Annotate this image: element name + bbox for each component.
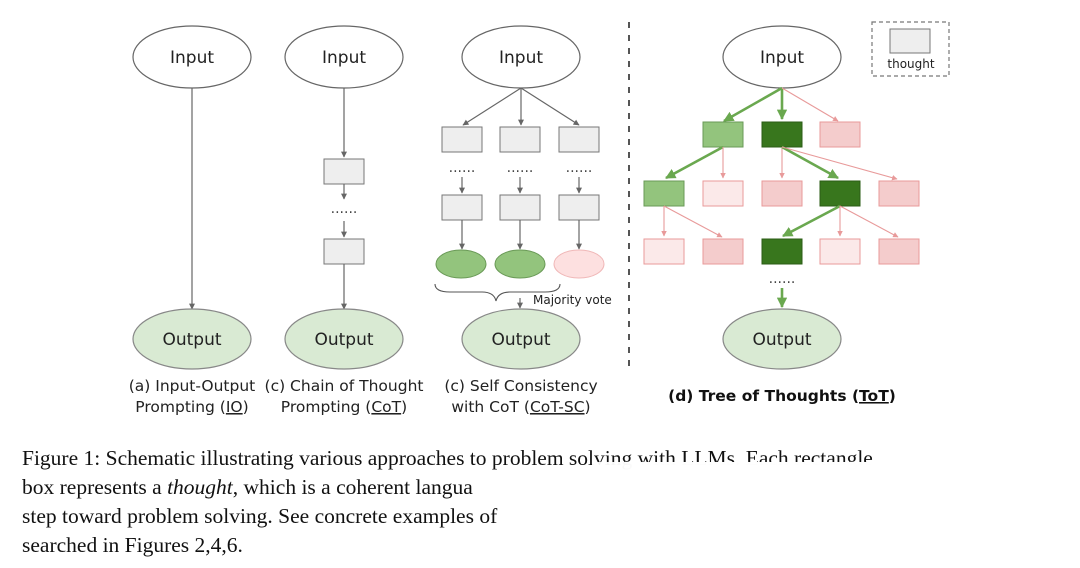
caption-line-3: step toward problem solving. See concret…	[22, 504, 498, 528]
tot-thought-l2e	[878, 180, 920, 207]
sc-thought-l2	[441, 194, 483, 221]
tot-edge-l1a-l2a	[665, 145, 724, 180]
cot-input-label: Input	[322, 48, 366, 68]
sc-caption-line2: with CoT (CoT-SC)	[451, 398, 590, 416]
tot-thought-l3e	[878, 238, 920, 265]
cot-output-label: Output	[314, 330, 373, 350]
tot-thought-l1c	[819, 121, 861, 148]
tot-output-label: Output	[752, 330, 811, 350]
sc-answer-r	[553, 249, 605, 279]
tot-thought-l3a	[643, 238, 685, 265]
panel-cot: Input ...... Output (c) Chain of Thought…	[265, 25, 424, 416]
tot-thought-l3d	[819, 238, 861, 265]
cot-output-node	[284, 308, 404, 370]
tot-edge-l1b-l2e	[781, 146, 898, 181]
sc-majority-vote: Majority vote	[533, 293, 612, 307]
caption-line-2-end: , which is a coherent langua	[232, 475, 473, 499]
sc-dots-r: ......	[566, 160, 593, 176]
tot-thought-l2b	[702, 180, 744, 207]
caption-line-4: searched in Figures 2,4,6.	[22, 533, 243, 557]
panel-cot-sc: Input ...... ...... ...... Majority vote…	[434, 25, 612, 416]
tot-thought-l1a	[702, 121, 744, 148]
sc-dots-m: ......	[507, 160, 534, 176]
tot-edge-l2a-l3b	[663, 205, 723, 238]
tot-thought-l2d	[819, 180, 861, 207]
sc-brace	[434, 283, 561, 302]
legend-thought-icon	[889, 28, 931, 54]
tot-thought-l3b	[702, 238, 744, 265]
sc-arrow-left	[462, 87, 522, 126]
sc-output-label: Output	[491, 330, 550, 350]
figure-caption: Figure 1: Schematic illustrating various…	[22, 444, 1062, 560]
sc-answer-m	[494, 249, 546, 279]
caption-thought-emphasis: thought	[167, 475, 233, 499]
cot-caption-line1: (c) Chain of Thought	[265, 377, 424, 395]
sc-input-label: Input	[499, 48, 543, 68]
io-input-label: Input	[170, 48, 214, 68]
io-caption-line2: Prompting (IO)	[135, 398, 248, 416]
tot-output-node	[722, 308, 842, 370]
sc-thought-m2	[499, 194, 541, 221]
sc-caption-line1: (c) Self Consistency	[444, 377, 597, 395]
tot-edge-in-l1a	[723, 86, 783, 123]
io-caption-line1: (a) Input-Output	[129, 377, 256, 395]
caption-line-2: box represents a thought, which is a coh…	[22, 473, 1062, 502]
sc-output-node	[461, 308, 581, 370]
panel-io: Input Output (a) Input-Output Prompting …	[129, 25, 256, 416]
caption-line-2-start: box represents a	[22, 475, 168, 499]
cot-thought-2	[323, 238, 365, 265]
sc-arrow-right	[520, 87, 580, 126]
sc-thought-r2	[558, 194, 600, 221]
cot-dots: ......	[331, 201, 358, 217]
cot-caption-line2: Prompting (CoT)	[281, 398, 407, 416]
tot-edge-l2d-l3e	[839, 205, 899, 238]
cot-thought-1	[323, 158, 365, 185]
sc-thought-l1	[441, 126, 483, 153]
sc-thought-r1	[558, 126, 600, 153]
sc-thought-m1	[499, 126, 541, 153]
tot-dots: ......	[769, 271, 796, 287]
tot-thought-l1b	[761, 121, 803, 148]
sc-answer-l	[435, 249, 487, 279]
io-output-label: Output	[162, 330, 221, 350]
tot-edge-l1b-l2d	[781, 145, 839, 180]
obscured-caption-region	[592, 462, 1062, 538]
sc-dots-l: ......	[449, 160, 476, 176]
tot-edge-in-l1c	[781, 87, 839, 122]
tot-thought-l2a	[643, 180, 685, 207]
tot-thought-l2c	[761, 180, 803, 207]
tot-thought-l3c	[761, 238, 803, 265]
panel-tot: Input thought	[643, 21, 950, 405]
io-output-node	[132, 308, 252, 370]
tot-caption: (d) Tree of Thoughts (ToT)	[668, 387, 896, 405]
tot-input-label: Input	[760, 48, 804, 68]
legend-label: thought	[887, 57, 934, 71]
tot-edge-l2d-l3c	[782, 204, 841, 238]
